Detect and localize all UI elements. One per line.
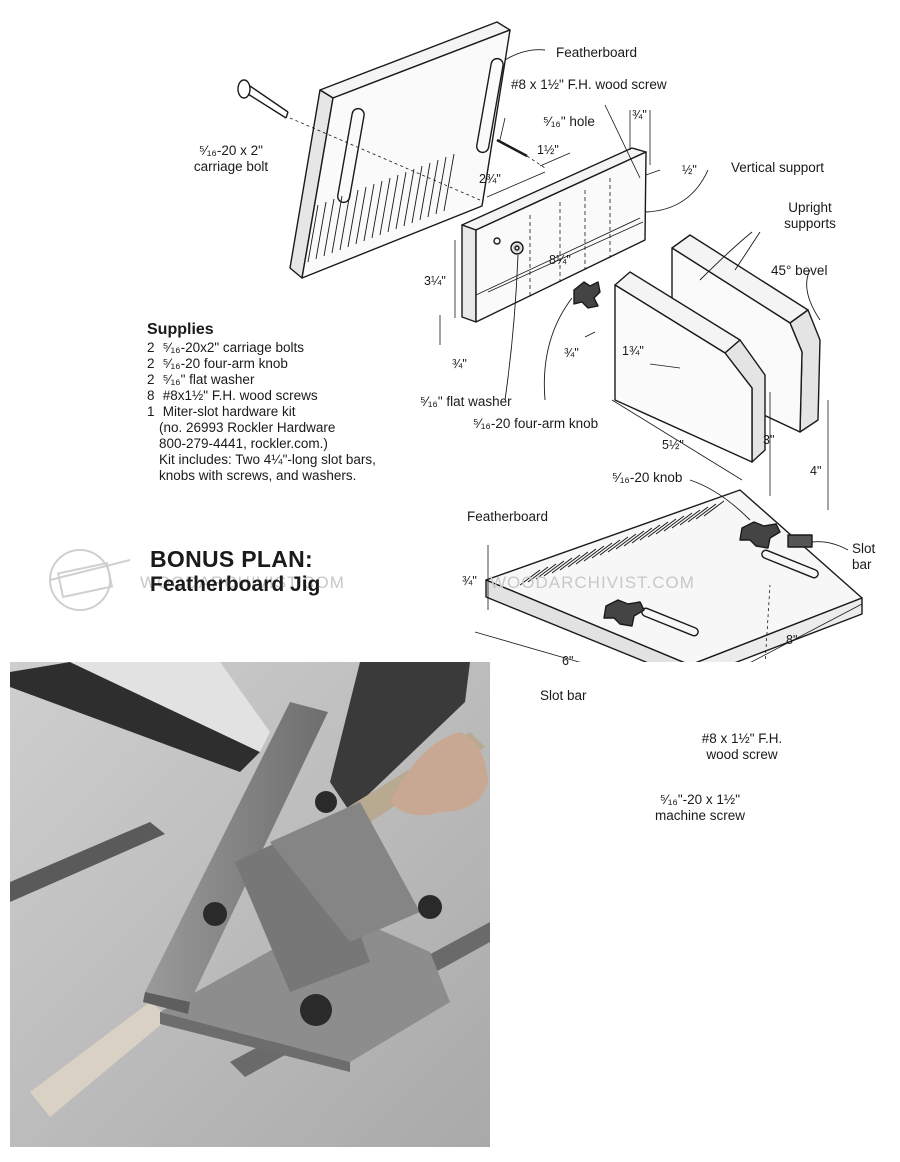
dim-3-1-4: 3¼"	[424, 274, 446, 288]
supplies-qty: 2	[147, 340, 155, 355]
dim-3-4-top: ¾"	[632, 108, 647, 122]
dim-3-4-mid: ¾"	[564, 346, 579, 360]
supplies-kit-line: (no. 26993 Rockler Hardware	[159, 420, 336, 435]
supplies-text: #8x1½" F.H. wood screws	[162, 388, 318, 403]
supplies-text: ⁵⁄₁₆" flat washer	[162, 372, 255, 387]
dim-3-4-left: ¾"	[452, 357, 467, 371]
label-slot-bar-right-2: bar	[852, 557, 872, 572]
label-slot-bar-right: Slot bar	[852, 541, 875, 573]
label-four-arm-knob: ⁵⁄₁₆-20 four-arm knob	[473, 416, 599, 431]
base-featherboard-part	[485, 489, 863, 662]
label-wood-screw-bottom: #8 x 1½" F.H. wood screw	[692, 731, 792, 763]
label-bevel: 45° bevel	[771, 263, 828, 278]
dim-8: 8"	[786, 633, 798, 647]
upright-supports-part	[614, 234, 821, 463]
label-machine-screw-2: machine screw	[654, 808, 746, 823]
label-machine-screw-1: ⁵⁄₁₆"-20 x 1½"	[660, 792, 740, 807]
label-featherboard-top: Featherboard	[556, 45, 638, 60]
supplies-title: Supplies	[147, 321, 214, 338]
label-upright-supports-1: Upright	[788, 200, 832, 215]
label-vertical-support: Vertical support	[731, 160, 825, 175]
hand	[390, 732, 488, 816]
four-arm-knob-part	[573, 281, 601, 309]
label-carriage-bolt-size: ⁵⁄₁₆-20 x 2"	[199, 143, 263, 158]
dim-5-1-2: 5½"	[662, 438, 684, 452]
slot-bar-part	[764, 584, 771, 662]
label-slot-bar-right-1: Slot	[852, 541, 876, 556]
ruler-strip	[70, 662, 270, 752]
supplies-kit-line: Kit includes: Two 4¼"-long slot bars,	[159, 452, 376, 467]
supplies-qty: 2	[147, 372, 155, 387]
label-knob-20: ⁵⁄₁₆-20 knob	[612, 470, 683, 485]
supplies-qty: 2	[147, 356, 155, 371]
label-wood-screw-bottom-1: #8 x 1½" F.H.	[701, 731, 783, 746]
label-upright-supports: Upright supports	[770, 200, 850, 232]
supplies-item: 2 ⁵⁄₁₆-20x2" carriage bolts	[147, 340, 376, 356]
workpiece	[30, 1002, 170, 1117]
bonus-plan-line2: Featherboard Jig	[150, 573, 321, 596]
dim-1-1-2: 1½"	[537, 143, 559, 157]
label-machine-screw: ⁵⁄₁₆"-20 x 1½" machine screw	[645, 792, 755, 824]
label-wood-screw-top: #8 x 1½" F.H. wood screw	[511, 77, 667, 92]
dim-1-3-4: 1¾"	[622, 344, 644, 358]
exploded-diagram	[237, 21, 863, 662]
label-wood-screw-bottom-2: wood screw	[706, 747, 778, 762]
label-featherboard-bottom: Featherboard	[467, 509, 549, 524]
vertical-support-part	[461, 147, 661, 323]
supplies-item: 2 ⁵⁄₁₆-20 four-arm knob	[147, 356, 376, 372]
supplies-text: ⁵⁄₁₆-20x2" carriage bolts	[162, 340, 304, 355]
dim-1-2: ½"	[682, 163, 697, 177]
label-carriage-bolt: ⁵⁄₁₆-20 x 2" carriage bolt	[176, 143, 286, 175]
label-carriage-bolt-name: carriage bolt	[193, 159, 269, 174]
supplies-text: ⁵⁄₁₆-20 four-arm knob	[162, 356, 288, 371]
dim-6: 6"	[562, 654, 574, 668]
label-upright-supports-2: supports	[784, 216, 836, 231]
wood-screw-top-part	[496, 117, 546, 169]
miter-slot	[10, 822, 165, 902]
bonus-plan-line1: BONUS PLAN:	[150, 546, 314, 572]
dim-8-1-4: 8¼"	[549, 253, 571, 267]
supplies-kit-line: knobs with screws, and washers.	[159, 468, 357, 483]
watermark-text: WOODARCHIVIST.COM	[490, 573, 695, 592]
fence-rail	[10, 662, 260, 772]
saw-blade-watermark-icon	[49, 549, 131, 611]
supplies-kit-line: 800-279-4441, rockler.com.)	[159, 436, 328, 451]
watermark-text: WOODARCHIVIST.COM	[140, 573, 345, 592]
dim-3: 3"	[763, 433, 775, 447]
supplies-item: 2 ⁵⁄₁₆" flat washer	[147, 372, 376, 388]
label-hole: ⁵⁄₁₆" hole	[543, 114, 595, 129]
bonus-plan-title: BONUS PLAN: Featherboard Jig	[150, 545, 320, 597]
supplies-text: Miter-slot hardware kit	[162, 404, 296, 419]
dim-3-4-base: ¾"	[462, 574, 477, 588]
supplies-list: Supplies 2 ⁵⁄₁₆-20x2" carriage bolts 2 ⁵…	[147, 320, 376, 484]
supplies-item: 8 #8x1½" F.H. wood screws	[147, 388, 376, 404]
blade-guard	[330, 662, 470, 812]
label-slot-bar: Slot bar	[540, 688, 587, 703]
supplies-qty: 8	[147, 388, 155, 403]
label-flat-washer: ⁵⁄₁₆" flat washer	[420, 394, 512, 409]
supplies-item: 1 Miter-slot hardware kit	[147, 404, 376, 420]
jig-in-use-photo	[10, 662, 490, 1147]
featherboard-part	[289, 21, 511, 279]
supplies-qty: 1	[147, 404, 155, 419]
dim-4: 4"	[810, 464, 822, 478]
featherboard-jig-photo	[143, 702, 450, 1072]
carriage-bolt-part	[237, 79, 481, 201]
dim-2-3-4: 2¾"	[479, 172, 501, 186]
